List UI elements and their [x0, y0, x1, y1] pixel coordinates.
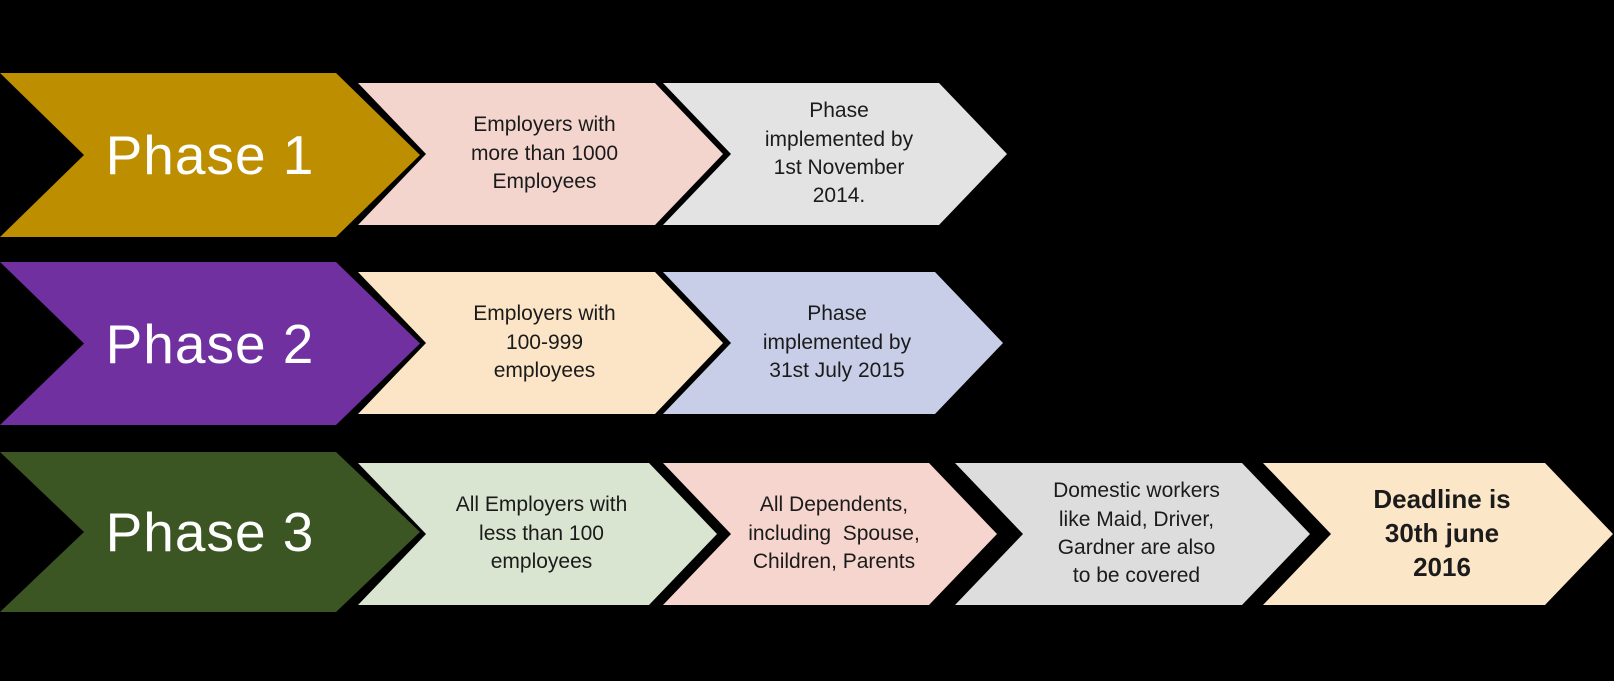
phase-3-chevron: Phase 3 [0, 452, 420, 612]
step-phase3-employers-text: All Employers with less than 100 employe… [455, 493, 628, 574]
phase-3-label: Phase 3 [105, 501, 315, 563]
step-phase3-domestic-workers-text: Domestic workers like Maid, Driver, Gard… [1053, 479, 1220, 588]
step-phase2-implementation-date: Phase implemented by 31st July 2015 [663, 272, 1003, 414]
step-phase1-implementation-date-text: Phase implemented by 1st November 2014. [764, 99, 914, 208]
step-phase3-deadline: Deadline is 30th june 2016 [1263, 463, 1613, 605]
phase-2-label: Phase 2 [105, 312, 315, 375]
phase-1-label: Phase 1 [105, 124, 315, 186]
phase-1-chevron: Phase 1 [0, 73, 420, 237]
phase-2-chevron: Phase 2 [0, 262, 420, 425]
step-phase1-employers-text: Employers with more than 1000 Employees [470, 113, 619, 194]
step-phase3-dependents-text: All Dependents, including Spouse, Childr… [748, 493, 920, 574]
step-phase2-employers-text: Employers with 100-999 employees [473, 302, 616, 383]
step-phase2-implementation-date-text: Phase implemented by 31st July 2015 [762, 302, 912, 383]
step-phase3-domestic-workers: Domestic workers like Maid, Driver, Gard… [955, 463, 1310, 605]
step-phase3-deadline-text: Deadline is 30th june 2016 [1373, 484, 1511, 582]
